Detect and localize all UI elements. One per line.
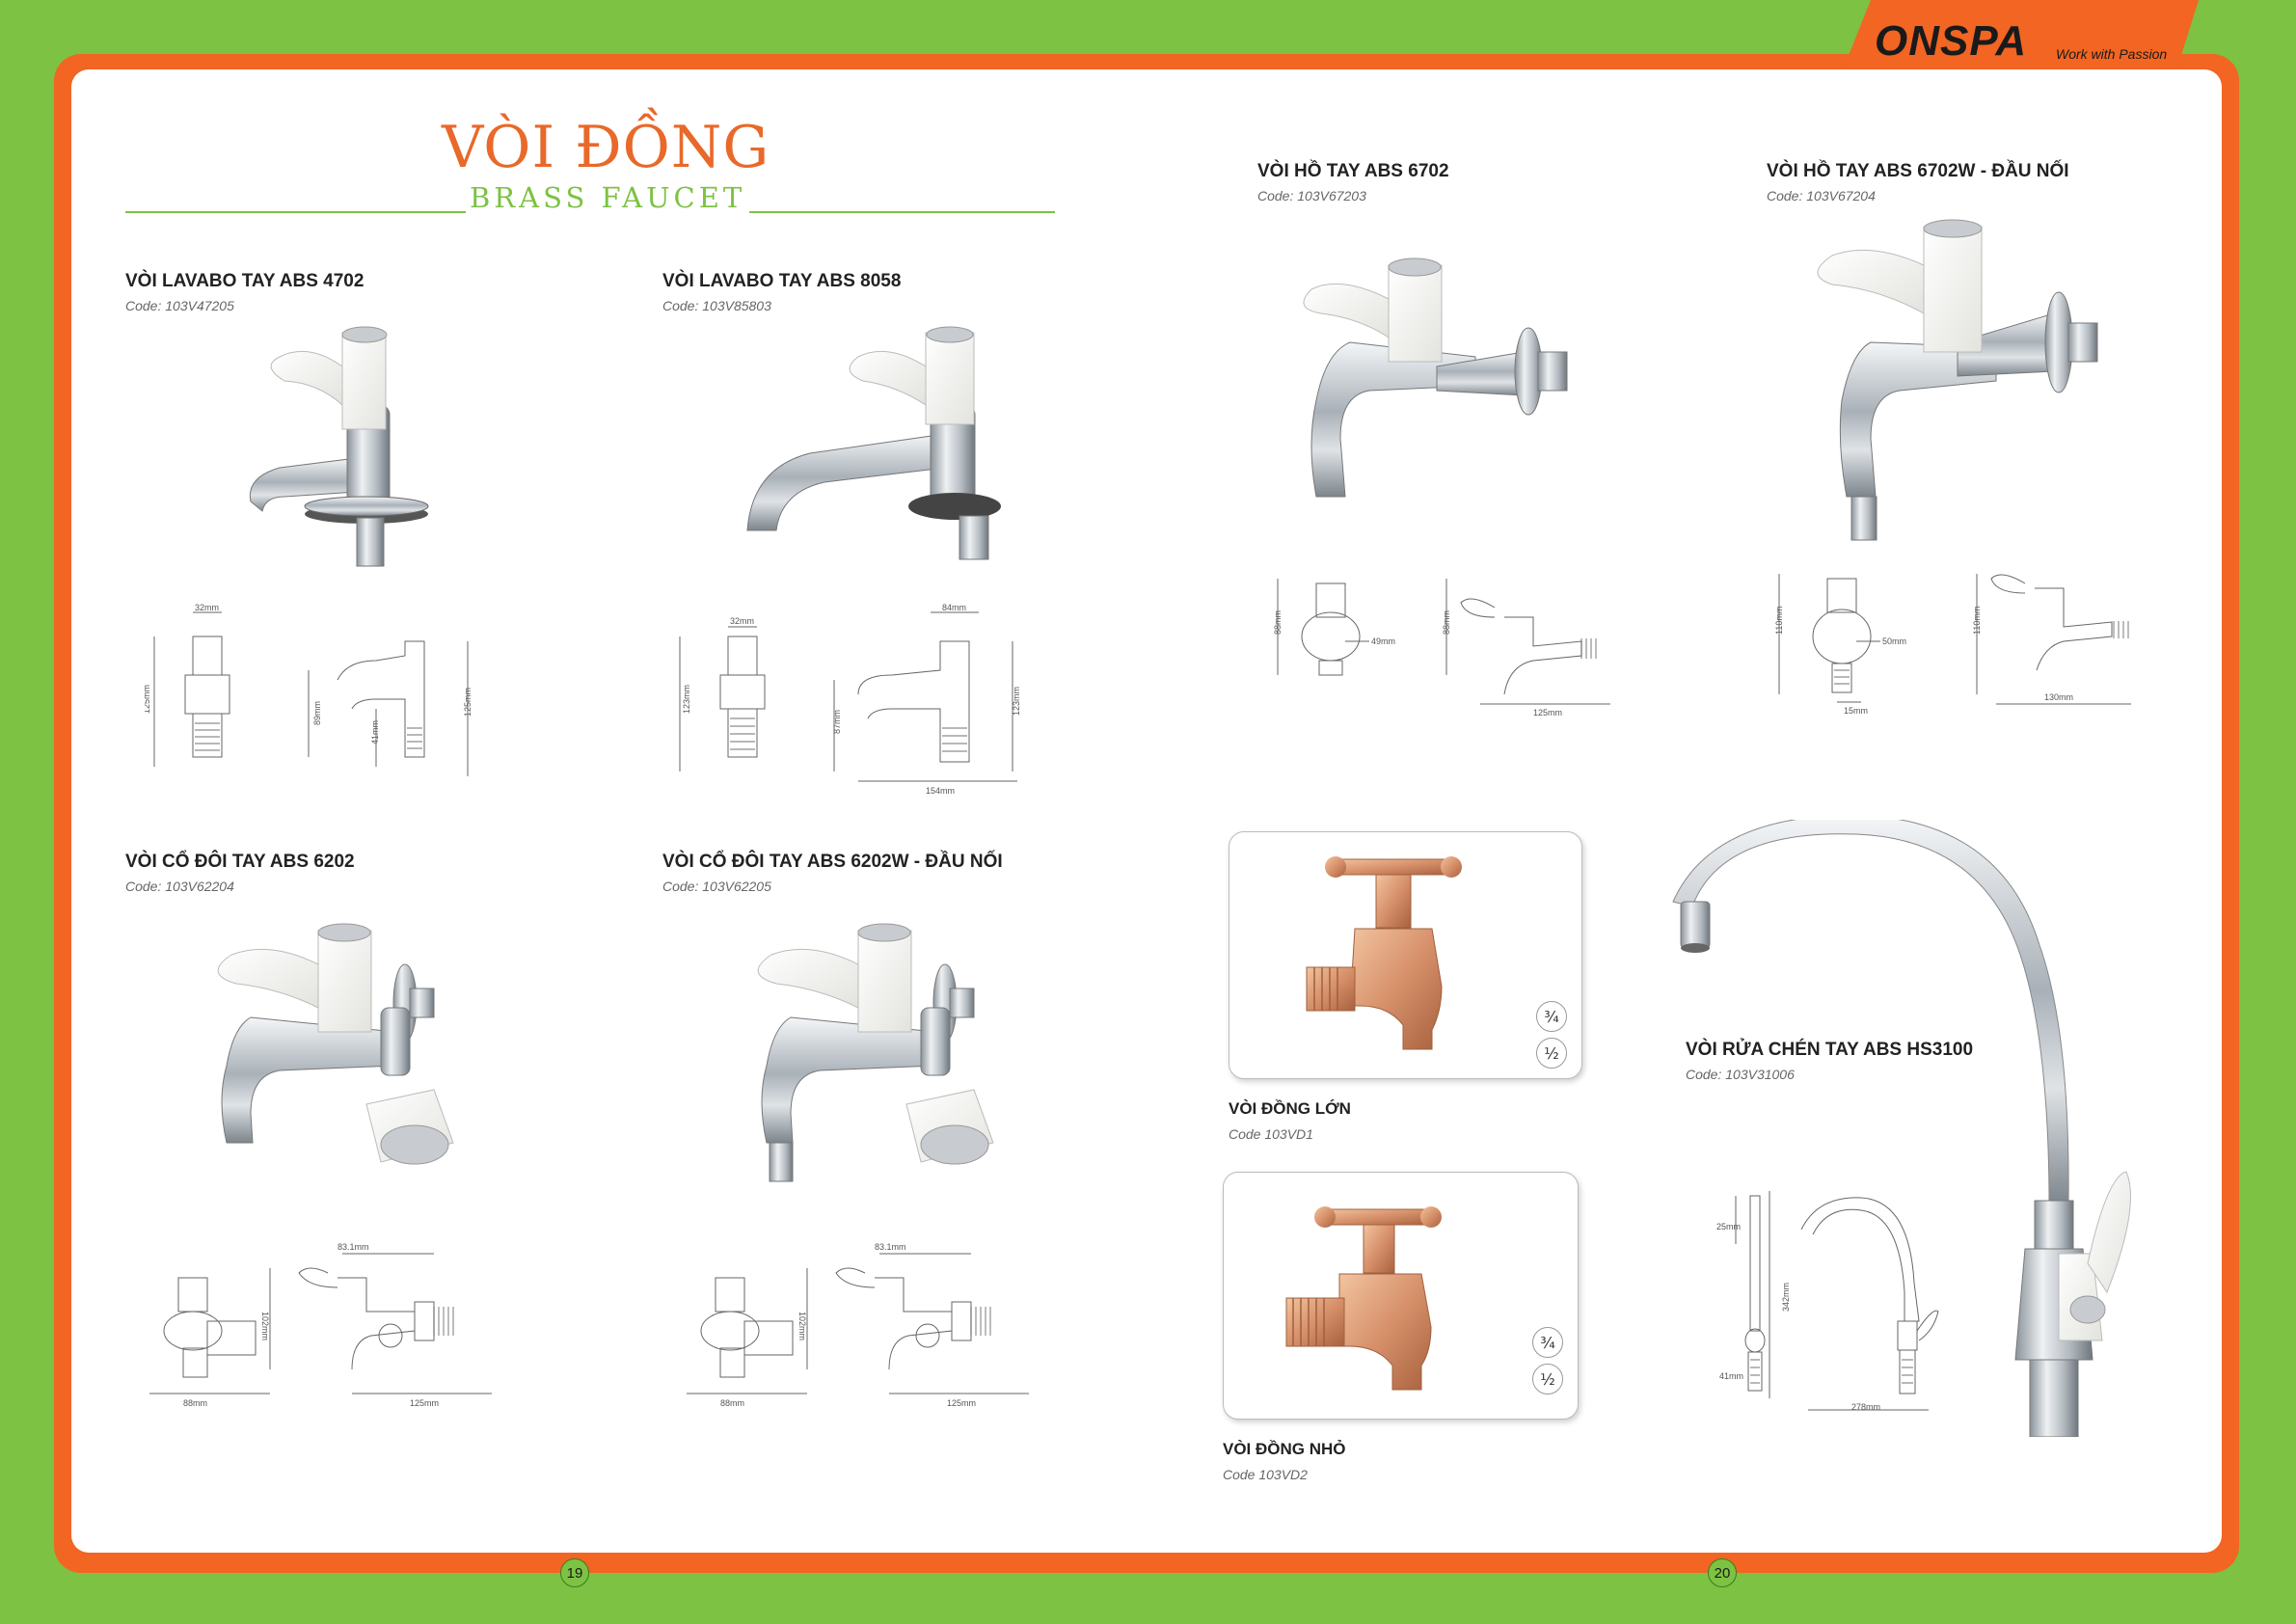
product-title: VÒI CỔ ĐÔI TAY ABS 6202W - ĐẦU NỐI	[662, 852, 1003, 872]
co-doi-6202w-drawing: 83.1mm 102mm 88mm 125mm	[687, 1242, 1029, 1408]
size-badge: ¾	[1532, 1327, 1563, 1358]
dim-label: 83.1mm	[875, 1242, 906, 1252]
dim-label: 110mm	[1972, 607, 1982, 635]
lavabo-faucet-photo	[249, 326, 429, 567]
product-title: VÒI HỒ TAY ABS 6702W - ĐẦU NỐI	[1767, 161, 2069, 181]
dim-label: 88mm	[183, 1398, 207, 1408]
product-code: Code 103VD1	[1229, 1126, 1313, 1142]
dim-label: 84mm	[942, 603, 966, 612]
dim-label: 123mm	[682, 685, 691, 714]
dim-label: 278mm	[1851, 1402, 1880, 1412]
brand-tab	[1844, 0, 2199, 68]
brand-tagline: Work with Passion	[2056, 46, 2168, 62]
brand-logo: ONSPA	[1875, 17, 2028, 65]
dim-label: 15mm	[1844, 706, 1868, 716]
dim-label: 125mm	[463, 688, 473, 717]
product-code: Code: 103V67203	[1257, 188, 1366, 203]
product-code: Code: 103V62205	[662, 879, 771, 894]
page-number: 19	[560, 1558, 589, 1587]
dim-label: 125mm	[410, 1398, 439, 1408]
dim-label: 41mm	[370, 720, 380, 744]
product-title: VÒI LAVABO TAY ABS 8058	[662, 271, 902, 291]
dim-label: 102mm	[260, 1312, 270, 1340]
dim-label: 110mm	[1774, 607, 1784, 635]
dim-label: 123mm	[1012, 687, 1021, 716]
ho-6702w-drawing: 110mm 50mm 15mm 110mm 130mm	[1774, 574, 2131, 716]
product-title: VÒI CỔ ĐÔI TAY ABS 6202	[125, 852, 355, 872]
ho-6702-drawing: 88mm 49mm 88mm 125mm	[1273, 579, 1610, 717]
dim-label: 342mm	[1781, 1283, 1791, 1312]
brass-faucet-small-photo	[1285, 1206, 1442, 1391]
product-title: VÒI ĐỒNG LỚN	[1229, 1099, 1351, 1118]
product-card: ¾ ½	[1223, 1172, 1579, 1420]
product-title: VÒI LAVABO TAY ABS 4702	[125, 271, 365, 291]
lavabo-4702-drawing: 32mm 125mm 89mm 41mm 125mm	[145, 603, 473, 776]
product-code: Code: 103V85803	[662, 298, 771, 313]
section-title: VÒI ĐỒNG	[442, 114, 770, 181]
product-title: VÒI RỬA CHÉN TAY ABS HS3100	[1686, 1040, 1974, 1060]
dim-label: 49mm	[1371, 636, 1395, 646]
white-page	[71, 69, 2222, 1553]
dim-label: 130mm	[2044, 692, 2073, 702]
dim-label: 154mm	[926, 786, 955, 796]
bibcock-faucet-photo	[1303, 257, 1568, 498]
page-number: 20	[1708, 1558, 1737, 1587]
dim-label: 88mm	[720, 1398, 744, 1408]
product-card: ¾ ½	[1229, 831, 1582, 1079]
dim-label: 32mm	[730, 616, 754, 626]
product-code: Code 103VD2	[1223, 1467, 1308, 1482]
lavabo-faucet-photo	[746, 326, 1001, 560]
dim-label: 50mm	[1882, 636, 1906, 646]
dim-label: 41mm	[1719, 1371, 1743, 1381]
hs3100-drawing: 25mm 342mm 41mm 278mm	[1716, 1191, 1939, 1412]
dim-label: 25mm	[1716, 1222, 1741, 1232]
product-code: Code: 103V47205	[125, 298, 234, 313]
brass-faucet-large-photo	[1306, 856, 1462, 1050]
dim-label: 125mm	[145, 685, 151, 714]
dim-label: 125mm	[1533, 708, 1562, 717]
dim-label: 102mm	[797, 1312, 807, 1340]
product-title: VÒI ĐỒNG NHỎ	[1223, 1440, 1346, 1458]
dim-label: 89mm	[312, 701, 322, 725]
dim-label: 83.1mm	[338, 1242, 369, 1252]
product-code: Code: 103V62204	[125, 879, 234, 894]
section-subtitle: BRASS FAUCET	[466, 181, 750, 214]
dim-label: 88mm	[1442, 610, 1451, 635]
product-code: Code: 103V67204	[1767, 188, 1876, 203]
double-hose-faucet-photo	[757, 923, 994, 1182]
bibcock-hose-faucet-photo	[1817, 219, 2098, 541]
dim-label: 32mm	[195, 603, 219, 612]
dim-label: 88mm	[1273, 610, 1283, 635]
dim-label: 125mm	[947, 1398, 976, 1408]
double-faucet-photo	[217, 923, 454, 1165]
size-badge: ½	[1536, 1038, 1567, 1069]
co-doi-6202-drawing: 83.1mm 102mm 88mm 125mm	[149, 1242, 492, 1408]
kitchen-faucet-photo	[1672, 820, 2131, 1437]
dim-label: 87mm	[832, 710, 842, 734]
size-badge: ½	[1532, 1364, 1563, 1394]
product-code: Code: 103V31006	[1686, 1067, 1795, 1082]
lavabo-8058-drawing: 32mm 84mm 123mm 87mm 123mm 154mm	[679, 603, 1021, 796]
size-badge: ¾	[1536, 1001, 1567, 1032]
product-title: VÒI HỒ TAY ABS 6702	[1257, 161, 1449, 181]
